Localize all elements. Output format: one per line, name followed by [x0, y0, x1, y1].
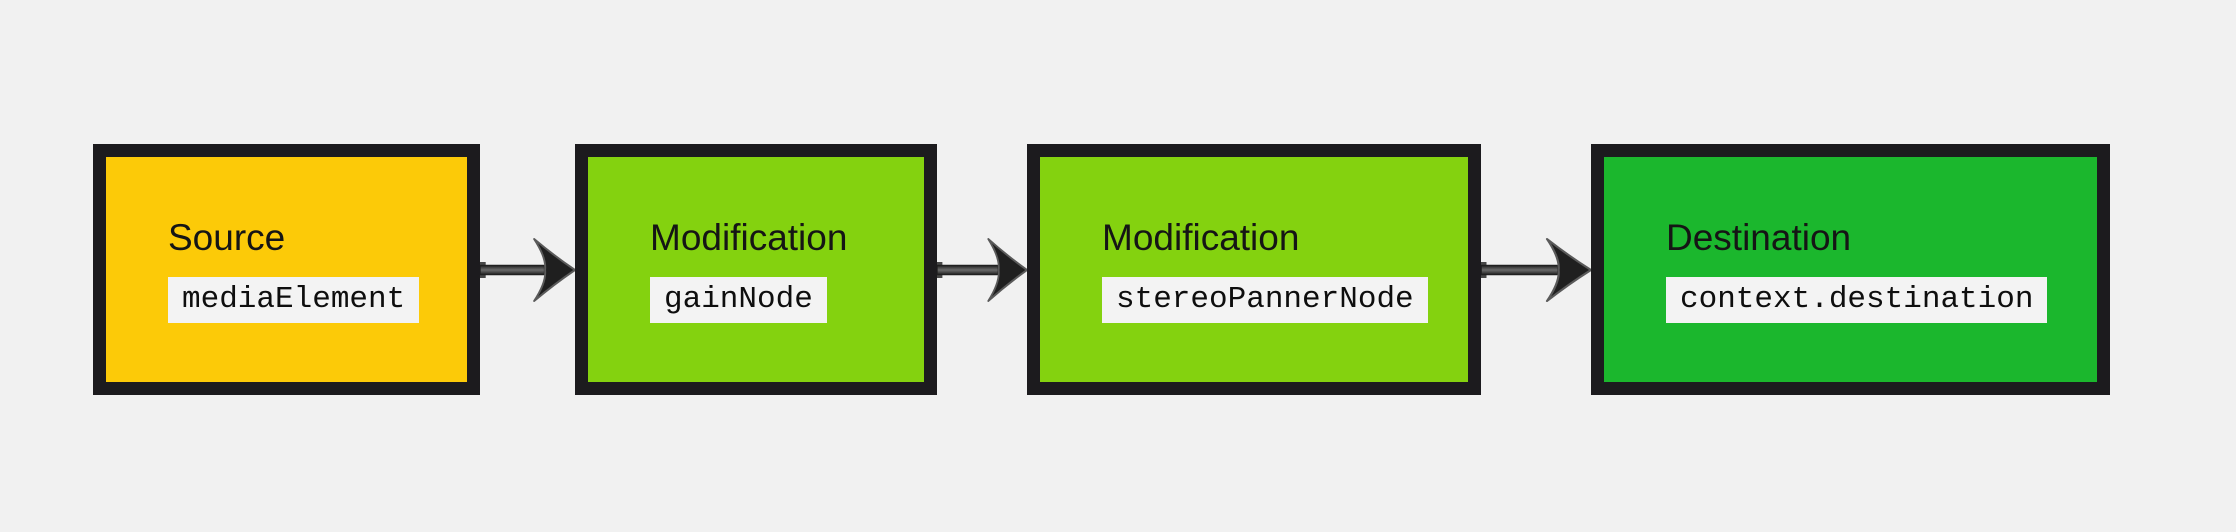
arrow-right-icon: [1481, 237, 1591, 302]
node-destination: Destination context.destination: [1591, 144, 2110, 395]
node-code-label: gainNode: [650, 276, 827, 323]
node-modification-gain: Modification gainNode: [575, 144, 937, 395]
arrow-right-icon: [937, 237, 1027, 302]
node-title: Modification: [650, 217, 848, 259]
arrow-right-icon: [480, 237, 575, 302]
node-code-label: stereoPannerNode: [1102, 276, 1428, 323]
node-source: Source mediaElement: [93, 144, 480, 395]
node-title: Destination: [1666, 217, 1852, 259]
node-title: Modification: [1102, 217, 1300, 259]
node-code-label: mediaElement: [168, 276, 420, 323]
node-title: Source: [168, 217, 286, 259]
node-modification-panner: Modification stereoPannerNode: [1027, 144, 1481, 395]
node-flow-row: Source mediaElement Modification gainNod…: [93, 144, 2110, 395]
node-code-label: context.destination: [1666, 276, 2048, 323]
